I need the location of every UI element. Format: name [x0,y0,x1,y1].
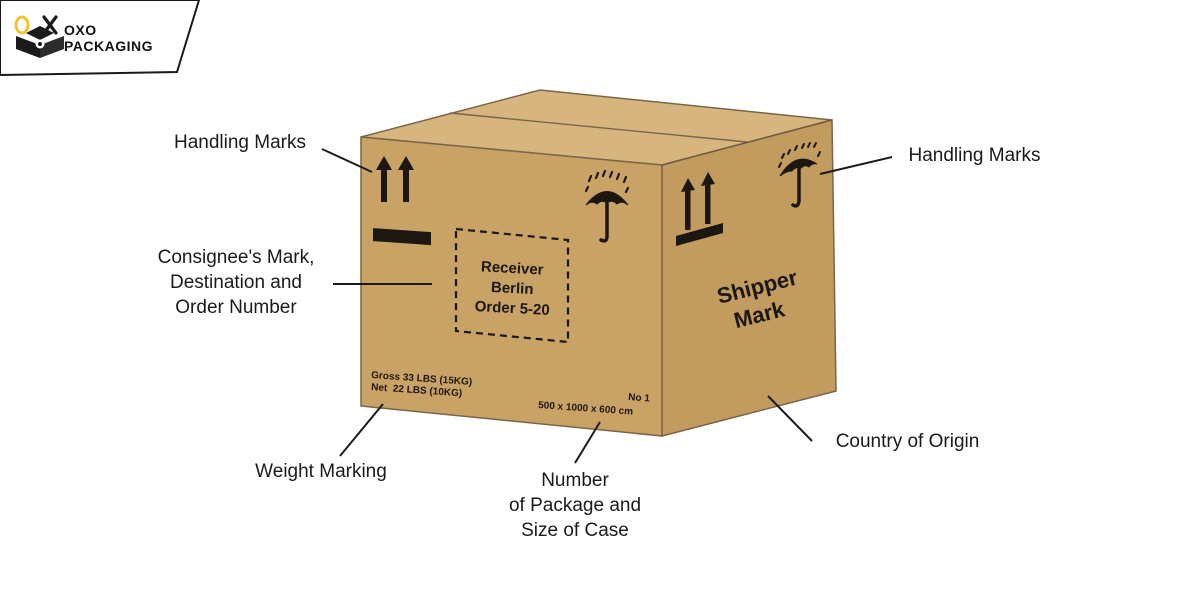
brand-line-2: PACKAGING [64,38,153,54]
label-handling-marks-right: Handling Marks [908,145,1041,166]
box-side-flap-line [661,119,833,166]
brand-tab [0,0,201,77]
leader-origin [767,395,813,442]
consignee-line-1: Receiver [481,258,545,278]
label-consignee-mark: Consignee's Mark, Destination and Order … [136,245,336,320]
consignee-mark-frame [454,227,570,344]
consignee-line-3: Order 5-20 [474,298,550,319]
keep-dry-umbrella-icon [584,169,630,243]
leader-handling-left [321,148,373,173]
leader-package [574,421,601,464]
brand-line-1: OXO [64,22,97,38]
consignee-line-2: Berlin [491,279,534,298]
brand-header: OXO PACKAGING [0,0,201,77]
label-package-line-2: of Package and [508,495,642,516]
label-package-size: Number of Package and Size of Case [480,468,670,543]
label-country-of-origin: Country of Origin [835,431,980,452]
side-keep-dry-umbrella-icon [778,142,821,208]
label-package-line-1: Number [541,470,609,491]
oxo-logo-icon [14,15,64,58]
label-weight-marking: Weight Marking [255,461,387,482]
label-package-line-3: Size of Case [521,520,629,541]
leader-weight [339,403,384,457]
label-handling-marks-left: Handling Marks [174,132,306,153]
label-consignee-line-2: Destination and [169,272,303,293]
cardboard-box: Receiver Berlin Order 5-20 Gross 33 LBS … [360,89,837,437]
box-tape-seam [449,112,748,143]
leader-handling-right [819,156,893,175]
this-way-up-icon [373,156,431,246]
leader-lines [321,148,893,464]
side-this-way-up-icon [676,172,723,246]
label-consignee-line-3: Order Number [175,297,297,318]
label-consignee-line-1: Consignee's Mark, [157,247,315,268]
package-number-text: No 1 [628,392,651,405]
